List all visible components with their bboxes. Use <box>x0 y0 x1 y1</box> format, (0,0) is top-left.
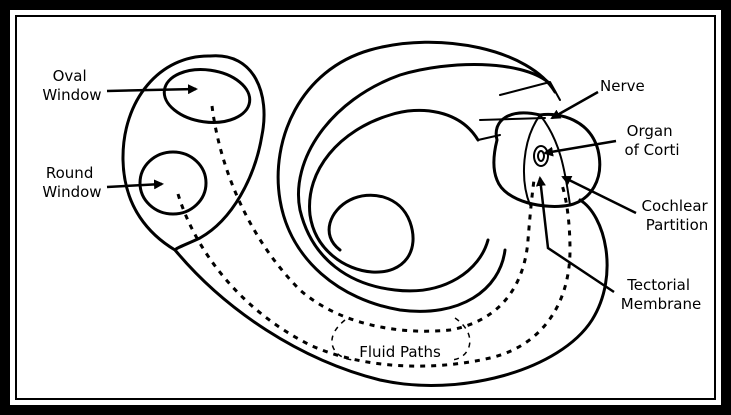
inner-frame <box>16 16 715 399</box>
cochlear-partition-arrow <box>563 177 636 213</box>
round-window-shape <box>140 152 206 214</box>
round-window-arrow <box>107 184 162 187</box>
fluid-path-scala-tympani <box>178 185 570 366</box>
tectorial-membrane-label-line2: Membrane <box>621 295 701 313</box>
cochlea-spiral-core <box>310 110 478 272</box>
organ-of-corti-shape <box>534 146 548 166</box>
round-window-label: Round Window <box>42 164 101 201</box>
oval-window-shape <box>161 64 253 127</box>
cochlea-outer-outline <box>123 56 607 385</box>
round-window-label-line2: Window <box>42 183 101 201</box>
cross-section-divider-right <box>540 115 570 205</box>
oval-window-arrow <box>107 89 196 91</box>
nerve-label: Nerve <box>600 77 645 95</box>
oval-window-label-line1: Oval <box>53 67 87 85</box>
organ-of-corti-label-line1: Organ <box>627 122 673 140</box>
tectorial-membrane-label: Tectorial Membrane <box>621 276 701 313</box>
organ-of-corti-label-line2: of Corti <box>624 141 679 159</box>
tectorial-membrane-label-line1: Tectorial <box>626 276 690 294</box>
nerve-arrow <box>552 92 598 118</box>
cochlea-spiral <box>278 42 555 311</box>
cochlear-partition-label-line2: Partition <box>646 216 709 234</box>
cochlear-partition-label: Cochlear Partition <box>642 197 713 234</box>
oval-window-label: Oval Window <box>42 67 101 104</box>
organ-of-corti-core <box>538 151 544 161</box>
nerve-bundle <box>478 82 560 140</box>
fluid-paths-label: Fluid Paths <box>359 343 441 361</box>
organ-of-corti-label: Organ of Corti <box>624 122 679 159</box>
oval-window-label-line2: Window <box>42 86 101 104</box>
cochlear-partition-label-line1: Cochlear <box>642 197 709 215</box>
round-window-label-line1: Round <box>46 164 93 182</box>
cross-section-divider-left <box>524 115 540 205</box>
